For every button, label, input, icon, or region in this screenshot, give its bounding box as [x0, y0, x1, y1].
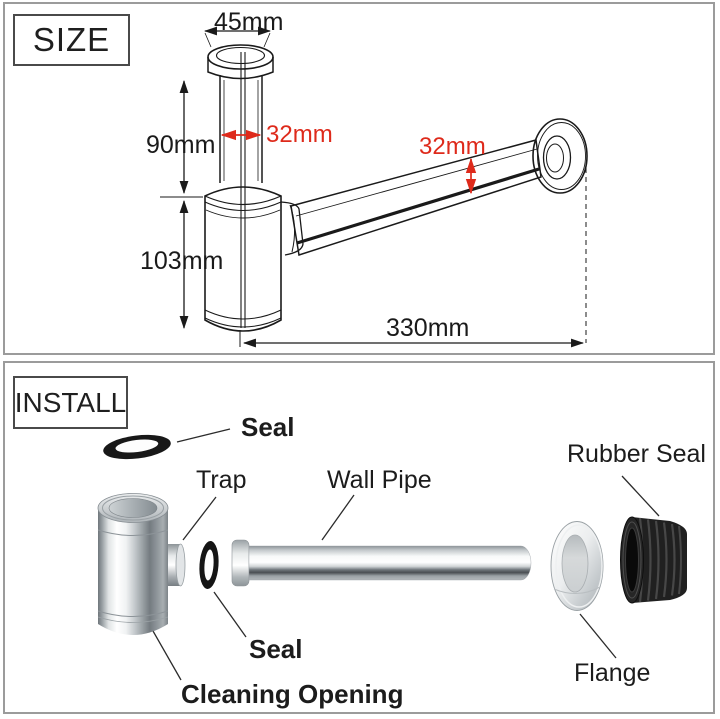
dim-outlet-diameter: 32mm: [419, 133, 486, 160]
dim-inlet-height: 90mm: [146, 131, 216, 159]
label-rubber-seal: Rubber Seal: [567, 440, 706, 468]
label-seal-top: Seal: [241, 412, 295, 442]
dim-top-width: 45mm: [214, 8, 284, 36]
label-cleaning-opening: Cleaning Opening: [181, 679, 404, 709]
install-title-text: INSTALL: [14, 386, 127, 418]
label-flange: Flange: [574, 659, 651, 687]
install-section-title: INSTALL: [13, 376, 128, 429]
label-wall-pipe: Wall Pipe: [327, 466, 432, 494]
size-section-title: SIZE: [13, 14, 130, 66]
label-seal-mid: Seal: [249, 634, 303, 664]
dim-outlet-length: 330mm: [386, 314, 470, 342]
label-trap: Trap: [196, 466, 247, 494]
size-title-text: SIZE: [32, 21, 111, 58]
dim-body-height: 103mm: [140, 247, 224, 275]
dim-inlet-diameter: 32mm: [266, 121, 333, 148]
